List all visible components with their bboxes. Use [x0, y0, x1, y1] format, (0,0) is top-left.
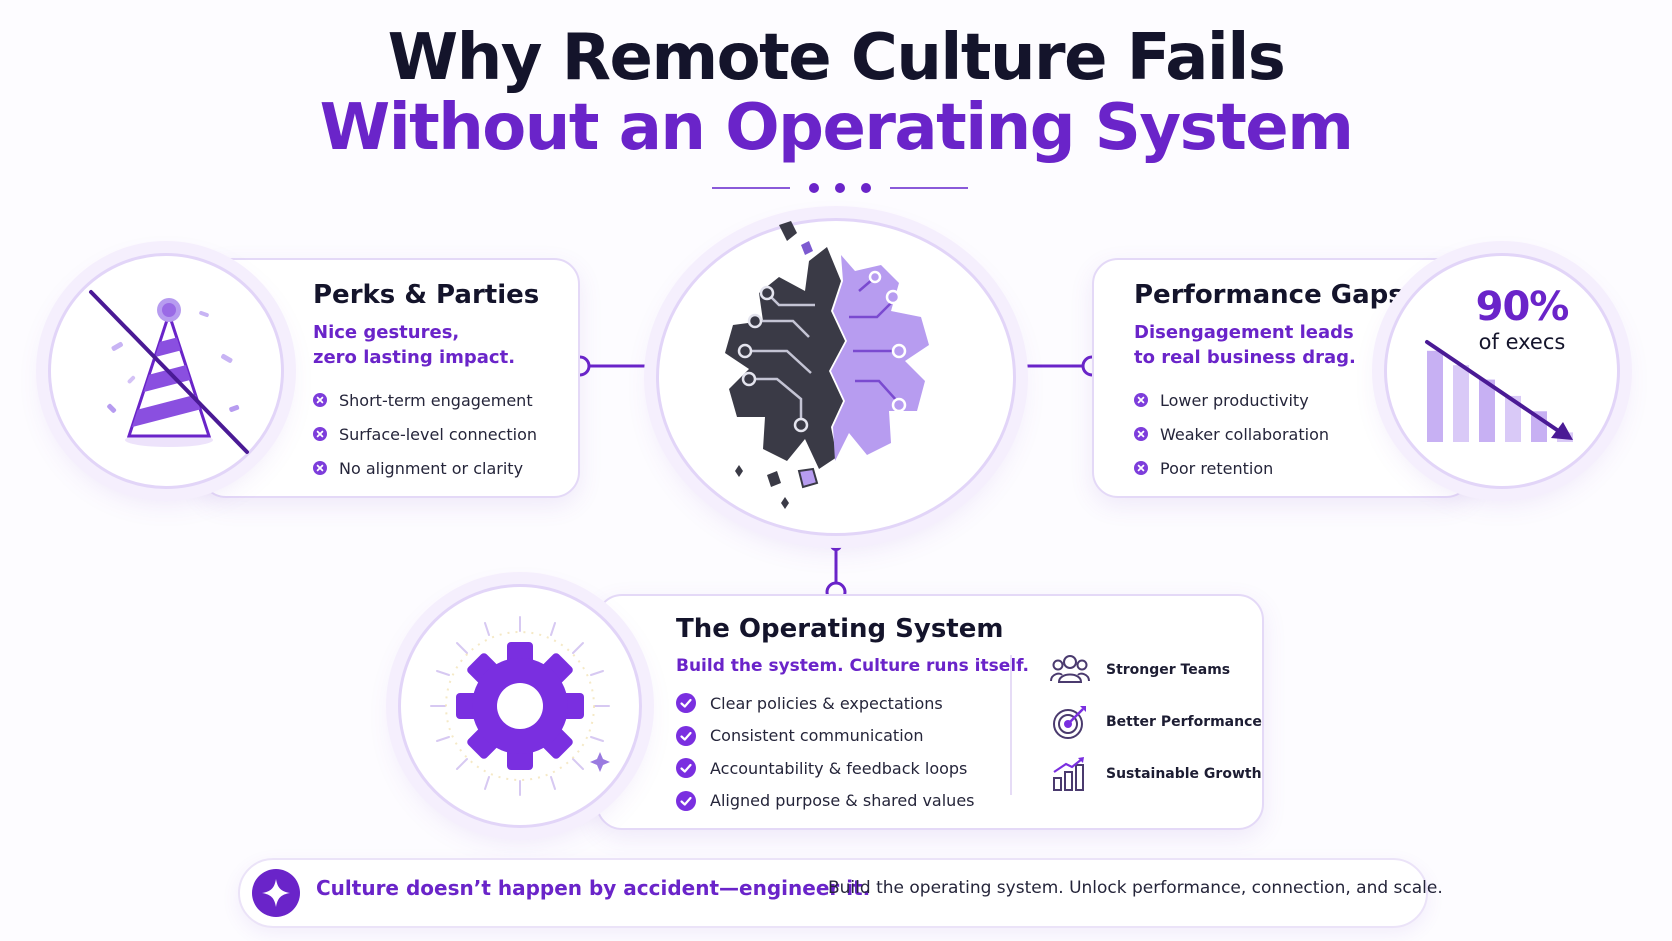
check-circle-icon	[676, 758, 696, 779]
title-line-2: Without an Operating System	[319, 91, 1354, 165]
perks-subtitle-line-2: zero lasting impact.	[313, 347, 516, 368]
benefits-divider	[1010, 655, 1012, 795]
stat-label: of execs	[1478, 330, 1566, 354]
stat-value: 90%	[1475, 284, 1570, 330]
check-circle-icon	[676, 790, 696, 811]
list-item-label: Aligned purpose & shared values	[710, 791, 975, 811]
perks-list: Short-term engagement Surface-level conn…	[313, 383, 537, 485]
list-item-label: Short-term engagement	[339, 390, 533, 410]
decline-bar	[1427, 350, 1443, 442]
benefit-stronger-teams: Stronger Teams	[1050, 652, 1230, 688]
performance-list: Lower productivity Weaker collaboration …	[1134, 383, 1329, 485]
party-hat-icon	[89, 290, 249, 454]
performance-subtitle-line-1: Disengagement leads	[1134, 322, 1354, 343]
list-item: Accountability & feedback loops	[676, 752, 975, 785]
footer-banner	[238, 858, 1428, 928]
title-divider	[712, 183, 968, 193]
list-item: Weaker collaboration	[1134, 417, 1329, 451]
check-circle-icon	[676, 725, 696, 746]
operating-subtitle: Build the system. Culture runs itself.	[676, 656, 1029, 676]
center-circle	[656, 218, 1016, 536]
list-item-label: Accountability & feedback loops	[710, 758, 968, 778]
operating-card	[596, 594, 1264, 830]
list-item: Surface-level connection	[313, 417, 537, 451]
title-line-1: Why Remote Culture Fails	[387, 21, 1286, 95]
list-item: Aligned purpose & shared values	[676, 785, 975, 818]
list-item: Consistent communication	[676, 720, 975, 753]
perks-subtitle: Nice gestures, zero lasting impact.	[313, 320, 515, 370]
list-item-label: Poor retention	[1160, 458, 1274, 478]
benefit-label: Stronger Teams	[1106, 662, 1231, 678]
perks-subtitle-line-1: Nice gestures,	[313, 322, 460, 343]
banner-headline: Culture doesn’t happen by accident—engin…	[316, 876, 871, 900]
list-item: Short-term engagement	[313, 383, 537, 417]
operating-title: The Operating System	[676, 614, 1004, 644]
operating-icon-circle	[398, 584, 642, 828]
list-item-label: Weaker collaboration	[1160, 424, 1329, 444]
team-icon	[1050, 655, 1090, 683]
banner-text: Build the operating system. Unlock perfo…	[828, 878, 1443, 898]
list-item-label: Clear policies & expectations	[710, 693, 943, 713]
list-item: Clear policies & expectations	[676, 687, 975, 720]
gear-icon	[430, 616, 610, 796]
check-circle-icon	[676, 693, 696, 714]
performance-stat-circle: 90% of execs	[1384, 253, 1620, 489]
benefit-label: Sustainable Growth	[1106, 766, 1262, 782]
x-circle-icon	[1134, 461, 1148, 475]
performance-title: Performance Gaps	[1134, 280, 1404, 310]
decline-bar	[1479, 379, 1495, 442]
operating-list: Clear policies & expectations Consistent…	[676, 687, 975, 817]
list-item-label: No alignment or clarity	[339, 458, 524, 478]
performance-subtitle: Disengagement leads to real business dra…	[1134, 320, 1356, 370]
perks-icon-circle	[48, 253, 284, 489]
list-item: No alignment or clarity	[313, 451, 537, 485]
benefit-sustainable-growth: Sustainable Growth	[1050, 756, 1262, 792]
x-circle-icon	[313, 461, 327, 475]
benefit-label: Better Performance	[1106, 714, 1262, 730]
sparkle-icon	[252, 869, 300, 917]
perks-title: Perks & Parties	[313, 280, 540, 310]
declining-bar-chart-icon	[1425, 340, 1573, 442]
decline-bar	[1453, 365, 1469, 442]
target-icon	[1053, 706, 1086, 739]
growth-chart-icon	[1053, 757, 1084, 791]
list-item-label: Lower productivity	[1160, 390, 1309, 410]
list-item: Poor retention	[1134, 451, 1329, 485]
x-circle-icon	[313, 427, 327, 441]
list-item-label: Surface-level connection	[339, 424, 538, 444]
list-item-label: Consistent communication	[710, 726, 924, 746]
decline-bar	[1505, 395, 1521, 442]
broken-gear-circuit-icon	[725, 221, 929, 509]
x-circle-icon	[313, 393, 327, 407]
list-item: Lower productivity	[1134, 383, 1329, 417]
x-circle-icon	[1134, 427, 1148, 441]
benefit-better-performance: Better Performance	[1050, 704, 1262, 740]
performance-subtitle-line-2: to real business drag.	[1134, 347, 1356, 368]
x-circle-icon	[1134, 393, 1148, 407]
